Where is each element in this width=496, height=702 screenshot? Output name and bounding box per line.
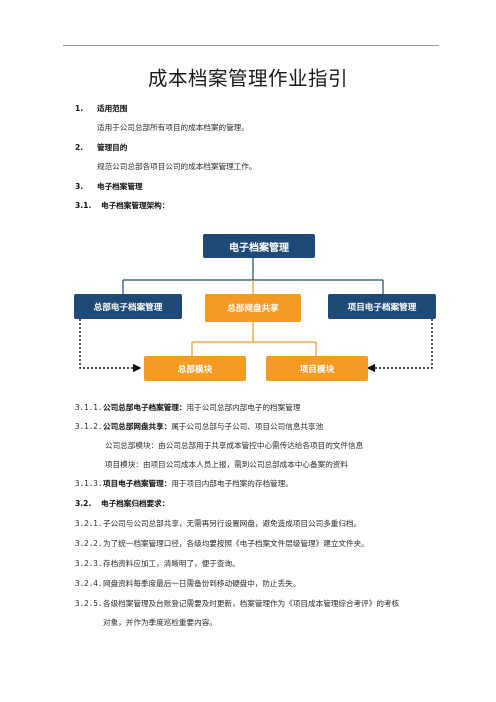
- dotted-arrow-right: [366, 319, 433, 373]
- item-3-2-1: 3.2.1.子公司与公司总部共享，无需再另行设置网盘，避免造成项目公司多重归档。: [75, 519, 362, 528]
- org-node-hq-netdisk: 总部网盘共享: [205, 294, 301, 322]
- item-3-1-1: 3.1.1.公司总部电子档案管理：用于公司总部内部电子的档案管理: [75, 403, 301, 412]
- section-3-2-heading: 3.2.电子档案归档要求：: [75, 499, 170, 508]
- org-chart-connectors: [79, 258, 433, 373]
- section-3-1-heading: 3.1.电子档案管理架构：: [75, 201, 170, 210]
- org-node-project-archive: 项目电子档案管理: [328, 294, 436, 319]
- section-2-heading: 2.管理目的: [75, 143, 128, 152]
- org-node-hq-archive: 总部电子档案管理: [74, 294, 182, 319]
- dotted-arrow-left: [79, 319, 142, 373]
- section-1-heading: 1.适用范围: [75, 104, 128, 113]
- item-3-1-2: 3.1.2.公司总部网盘共享：属于公司总部与子公司、项目公司信息共享池: [75, 422, 324, 431]
- org-node-hq-module: 总部模块: [144, 356, 246, 381]
- org-node-root: 电子档案管理: [203, 234, 315, 258]
- section-2-body: 规范公司总部各项目公司的成本档案管理工作。: [97, 162, 257, 171]
- org-chart: 电子档案管理 总部电子档案管理 总部网盘共享 项目电子档案管理 总部模块 项目模…: [70, 232, 440, 387]
- header-rule: [63, 45, 439, 46]
- page-title: 成本档案管理作业指引: [147, 67, 348, 90]
- section-1-body: 适用于公司总部所有项目的成本档案的管理。: [97, 123, 249, 132]
- item-3-2-5: 3.2.5.各级档案管理及台账登记需要及时更新，档案管理作为《项目成本管理综合考…: [75, 599, 400, 608]
- item-3-1-2-project-module: 项目模块：由项目公司成本人员上报，需到公司总部成本中心备案的资料: [105, 460, 348, 469]
- item-3-1-3: 3.1.3.项目电子档案管理：用于项目内部电子档案的存档管理。: [75, 479, 293, 488]
- item-3-2-5-continued: 对象，并作为季度巡检重要内容。: [103, 618, 217, 627]
- item-3-2-2: 3.2.2.为了统一档案管理口径，各级均要按照《电子档案文件层级管理》建立文件夹…: [75, 539, 369, 548]
- section-3-heading: 3.电子档案管理: [75, 182, 143, 191]
- item-3-1-2-hq-module: 公司总部模块：由公司总部用于共享成本管控中心需传达给各项目的文件信息: [105, 441, 364, 450]
- item-3-2-3: 3.2.3.存档资料应加工，清晰明了，便于查询。: [75, 559, 240, 568]
- item-3-2-4: 3.2.4.网盘资料每季度最后一日需备份到移动硬盘中，防止丢失。: [75, 579, 301, 588]
- org-node-project-module: 项目模块: [266, 356, 368, 381]
